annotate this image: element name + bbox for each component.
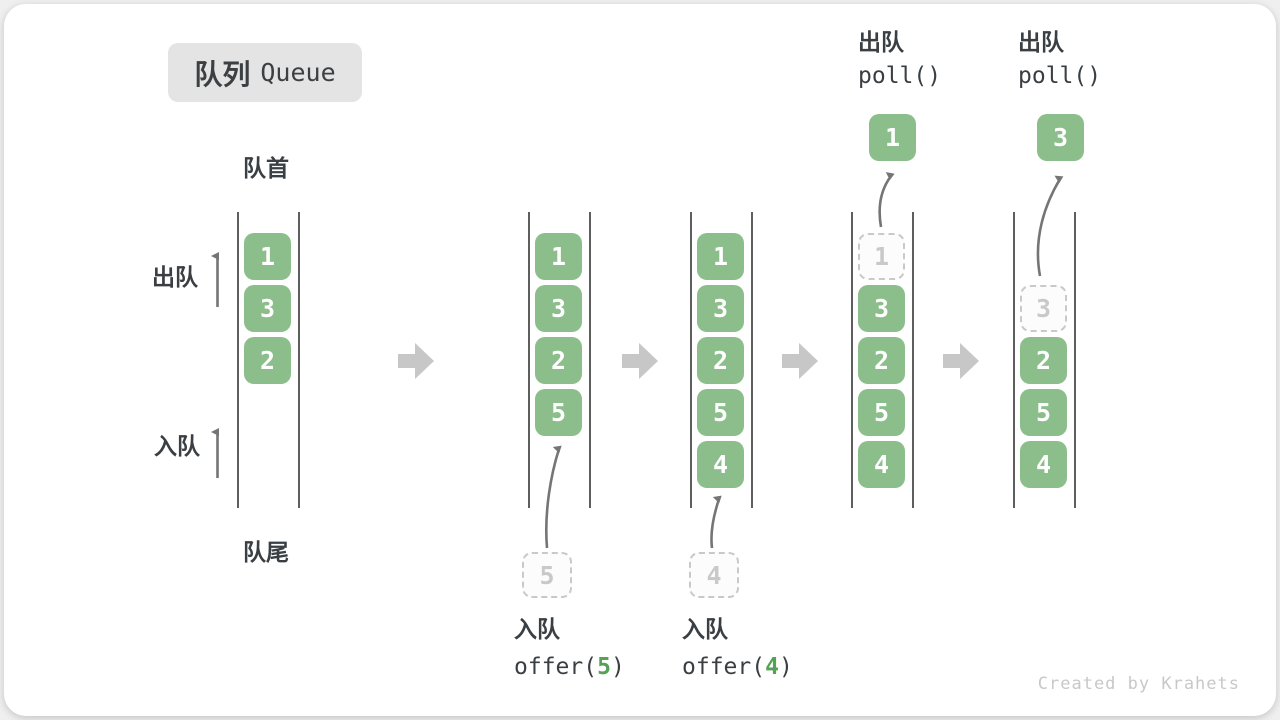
queue-item-box: 5 <box>858 389 905 436</box>
title-en: Queue <box>260 58 336 87</box>
dequeue-op-label: 出队 <box>858 29 904 55</box>
pending-item-box: 5 <box>522 552 572 598</box>
dequeue-op-code: poll() <box>1018 63 1102 89</box>
queue-item-box: 2 <box>858 337 905 384</box>
queue-wall-left <box>690 212 692 508</box>
title-badge: 队列 Queue <box>168 43 362 102</box>
dequeued-item-box: 1 <box>869 114 916 161</box>
queue-item-box: 1 <box>244 233 291 280</box>
queue-front-label: 队首 <box>243 155 289 181</box>
queue-wall-left <box>851 212 853 508</box>
queue-item-box: 2 <box>244 337 291 384</box>
transition-arrow-1 <box>398 343 434 379</box>
queue-item-box: 2 <box>1020 337 1067 384</box>
queue-item-box: 1 <box>697 233 744 280</box>
dequeue-op-code: poll() <box>858 63 942 89</box>
queue-wall-left <box>237 212 239 508</box>
watermark: Created by Krahets <box>1037 674 1240 694</box>
queue-item-box: 3 <box>697 285 744 332</box>
dequeue-side-label: 出队 <box>152 264 198 290</box>
enqueue-4-arrow <box>710 495 722 549</box>
queue-wall-right <box>1074 212 1076 508</box>
queue-item-box: 5 <box>535 389 582 436</box>
enqueue-arg: 5 <box>597 654 611 680</box>
dequeue-3-arrow <box>1036 175 1064 277</box>
enqueue-arg: 4 <box>765 654 779 680</box>
queue-item-box: 3 <box>244 285 291 332</box>
queue-wall-right <box>589 212 591 508</box>
queue-item-dashed: 1 <box>858 233 905 280</box>
enqueue-op-label: 入队 <box>514 616 560 642</box>
queue-wall-right <box>751 212 753 508</box>
enqueue-op-label: 入队 <box>682 616 728 642</box>
enqueue-side-label: 入队 <box>154 433 200 459</box>
transition-arrow-2 <box>622 343 658 379</box>
enqueue-op-code: offer(4) <box>682 654 793 680</box>
queue-item-box: 4 <box>858 441 905 488</box>
queue-item-box: 2 <box>535 337 582 384</box>
queue-wall-right <box>298 212 300 508</box>
queue-item-box: 5 <box>1020 389 1067 436</box>
queue-item-dashed: 3 <box>1020 285 1067 332</box>
queue-item-box: 4 <box>1020 441 1067 488</box>
queue-item-box: 2 <box>697 337 744 384</box>
queue-rear-label: 队尾 <box>243 539 289 565</box>
queue-item-box: 5 <box>697 389 744 436</box>
queue-item-box: 3 <box>535 285 582 332</box>
queue-wall-left <box>1013 212 1015 508</box>
transition-arrow-4 <box>943 343 979 379</box>
dequeue-op-label: 出队 <box>1018 29 1064 55</box>
queue-item-box: 1 <box>535 233 582 280</box>
queue-wall-right <box>912 212 914 508</box>
enqueue-5-arrow <box>545 445 562 549</box>
pending-item-box: 4 <box>689 552 739 598</box>
queue-wall-left <box>528 212 530 508</box>
queue-item-box: 4 <box>697 441 744 488</box>
transition-arrow-3 <box>782 343 818 379</box>
queue-item-box: 3 <box>858 285 905 332</box>
title-zh: 队列 <box>194 58 251 90</box>
dequeued-item-box: 3 <box>1037 114 1084 161</box>
dequeue-1-arrow <box>878 172 895 228</box>
enqueue-op-code: offer(5) <box>514 654 625 680</box>
